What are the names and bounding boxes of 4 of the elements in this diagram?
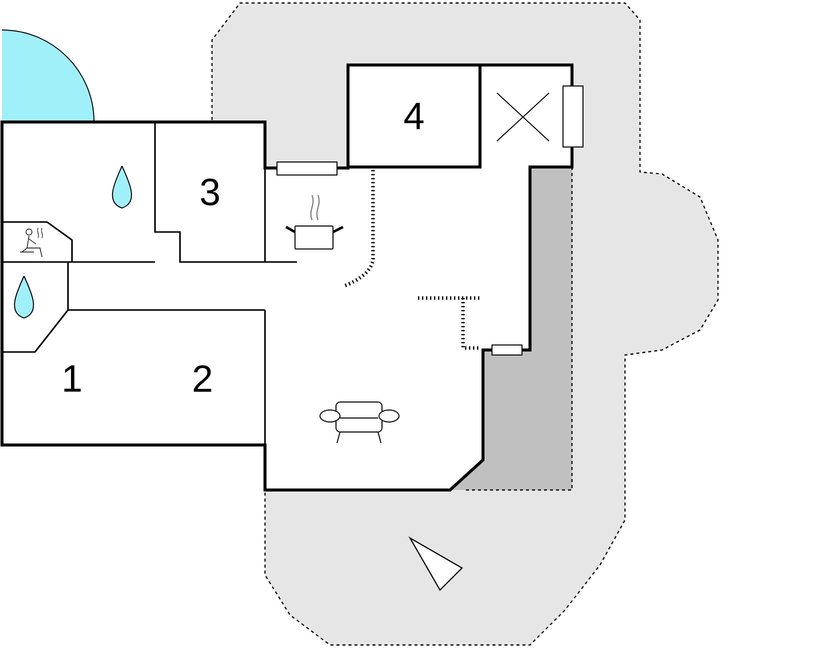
room: 3 — [200, 178, 219, 206]
room: 4 — [404, 102, 424, 130]
room: 1 — [64, 365, 81, 392]
room: 2 — [194, 365, 212, 392]
